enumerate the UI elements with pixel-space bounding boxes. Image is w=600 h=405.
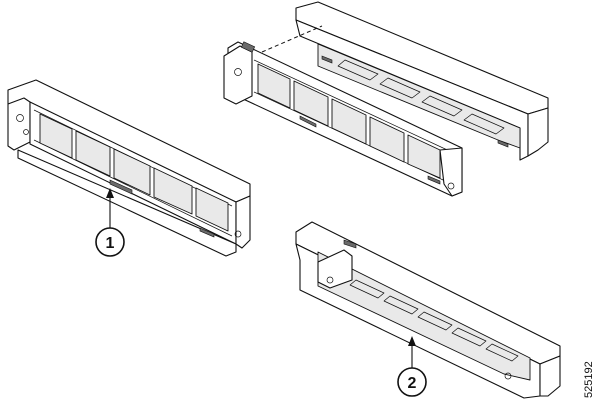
callout-2-circle — [397, 367, 427, 397]
callout-2-label: 2 — [408, 375, 417, 392]
callout-1-label: 1 — [106, 235, 115, 252]
callout-1-arrowhead — [106, 188, 114, 198]
callout-1-circle — [95, 227, 125, 257]
figure-id: 525192 — [583, 361, 595, 398]
callout-1: 1 — [95, 188, 125, 257]
rear-housing — [295, 1, 549, 161]
alignment-guide — [261, 25, 323, 53]
callout-2-arrowhead — [408, 336, 416, 346]
filter-panel-insert — [223, 41, 463, 197]
callout-2: 2 — [397, 336, 427, 397]
bezel-bracket — [295, 221, 561, 399]
assembled-module — [7, 79, 251, 257]
